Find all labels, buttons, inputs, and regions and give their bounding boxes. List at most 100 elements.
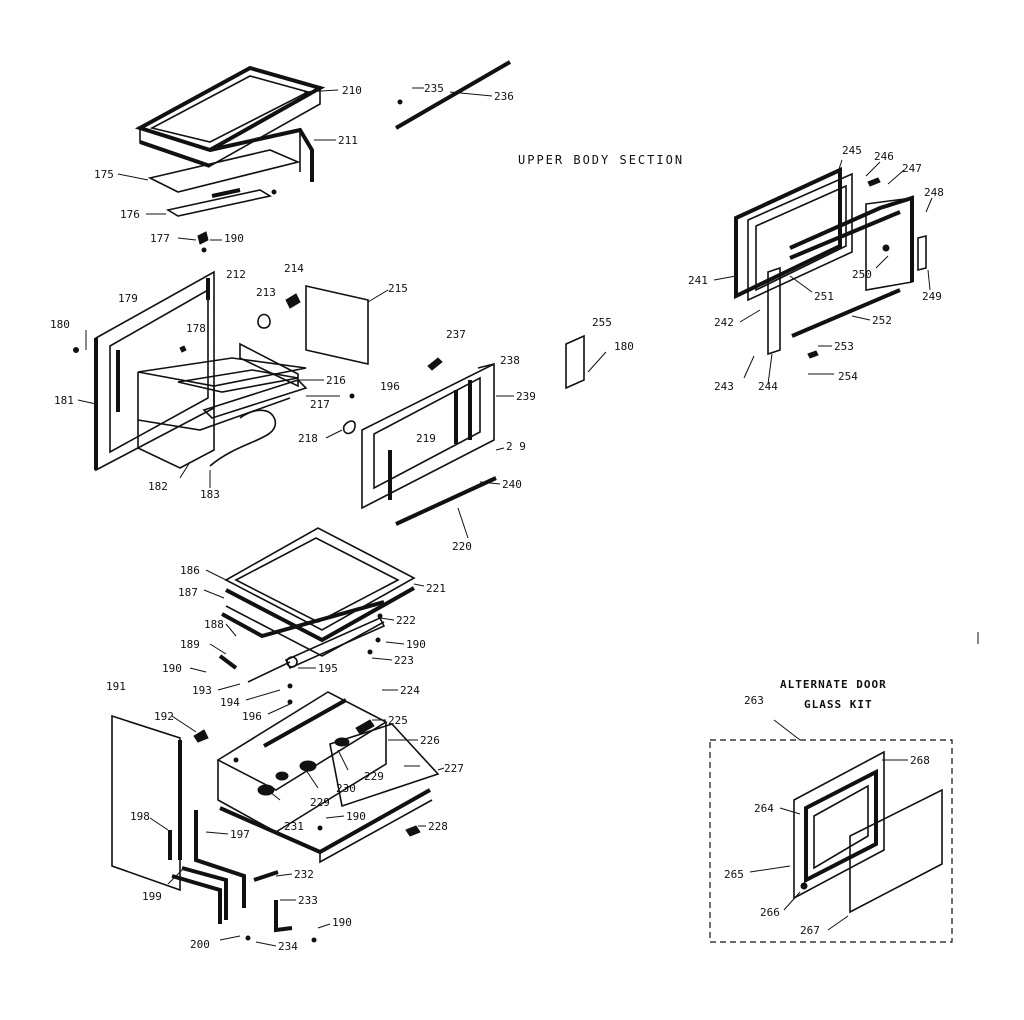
part-label: 226 <box>420 734 440 747</box>
part-label: 176 <box>120 208 140 221</box>
part-label: 212 <box>226 268 246 281</box>
part-labels: 210 235 236 211 175 176 177 190 179 212 … <box>50 82 944 953</box>
part-label: 193 <box>192 684 212 697</box>
part-label: 233 <box>298 894 318 907</box>
part-label: 235 <box>424 82 444 95</box>
part-label: 200 <box>190 938 210 951</box>
glass-kit <box>709 719 953 943</box>
part-label: 227 <box>444 762 464 775</box>
oven-door <box>361 362 497 526</box>
part-label: 217 <box>310 398 330 411</box>
burner-box <box>216 691 440 864</box>
part-label: 191 <box>106 680 126 693</box>
part-label: 239 <box>516 390 536 403</box>
part-label: 215 <box>388 282 408 295</box>
part-218 <box>342 420 356 435</box>
part-label: 214 <box>284 262 304 275</box>
clip-177 <box>197 231 209 245</box>
part-label: 183 <box>200 488 220 501</box>
cooktop-frame <box>134 65 326 182</box>
part-label: 190 <box>332 916 352 929</box>
part-label: 218 <box>298 432 318 445</box>
part-label: 195 <box>318 662 338 675</box>
part-label: 196 <box>380 380 400 393</box>
part-label: 266 <box>760 906 780 919</box>
part-label: 216 <box>326 374 346 387</box>
part-label: 223 <box>394 654 414 667</box>
part-label: 192 <box>154 710 174 723</box>
part-label: 190 <box>162 662 182 675</box>
part-label: 213 <box>256 286 276 299</box>
part-label: 190 <box>224 232 244 245</box>
part-label: 225 <box>388 714 408 727</box>
part-label: 236 <box>494 90 514 103</box>
part-label: 199 <box>142 890 162 903</box>
part-label: 186 <box>180 564 200 577</box>
part-label: 238 <box>500 354 520 367</box>
part-label: 180 <box>50 318 70 331</box>
clip-214 <box>285 293 301 309</box>
part-label: 175 <box>94 168 114 181</box>
part-label: 211 <box>338 134 358 147</box>
part-label: 264 <box>754 802 774 815</box>
part-label: 230 <box>336 782 356 795</box>
part-label: 267 <box>800 924 820 937</box>
part-label: 265 <box>724 868 744 881</box>
part-label: 240 <box>502 478 522 491</box>
part-label: 190 <box>346 810 366 823</box>
part-237 <box>427 357 443 371</box>
part-label: 222 <box>396 614 416 627</box>
part-label: 197 <box>230 828 250 841</box>
part-label: 194 <box>220 696 240 709</box>
part-label: 254 <box>838 370 858 383</box>
part-label: 182 <box>148 480 168 493</box>
part-label: 229 <box>364 770 384 783</box>
part-label: 241 <box>688 274 708 287</box>
rod-236 <box>394 60 512 130</box>
door-assembly <box>734 166 927 359</box>
knob-213 <box>257 313 271 329</box>
part-label: 181 <box>54 394 74 407</box>
kit-number: 263 <box>744 694 764 707</box>
handle-255 <box>565 334 585 390</box>
part-label: 177 <box>150 232 170 245</box>
part-label: 232 <box>294 868 314 881</box>
part-label: 268 <box>910 754 930 767</box>
side-panel <box>111 714 317 943</box>
part-label: 189 <box>180 638 200 651</box>
kit-title-line1: ALTERNATE DOOR <box>780 678 887 691</box>
leader-lines <box>77 87 933 947</box>
part-label: 220 <box>452 540 472 553</box>
part-label: 250 <box>852 268 872 281</box>
part-label: 190 <box>406 638 426 651</box>
part-label: 237 <box>446 328 466 341</box>
part-label: 242 <box>714 316 734 329</box>
part-label: 187 <box>178 586 198 599</box>
part-label: 243 <box>714 380 734 393</box>
part-label: 234 <box>278 940 298 953</box>
part-label: 247 <box>902 162 922 175</box>
part-label: 198 <box>130 810 150 823</box>
part-label: 196 <box>242 710 262 723</box>
part-label: 224 <box>400 684 420 697</box>
part-label: 180 <box>614 340 634 353</box>
part-label: 245 <box>842 144 862 157</box>
part-label: 178 <box>186 322 206 335</box>
panel-175 <box>147 149 301 217</box>
part-label: 255 <box>592 316 612 329</box>
part-label: 221 <box>426 582 446 595</box>
part-label: 253 <box>834 340 854 353</box>
part-label: 229 <box>310 796 330 809</box>
broiler-section <box>218 527 416 705</box>
kit-title-line2: GLASS KIT <box>804 698 873 711</box>
part-label: 244 <box>758 380 778 393</box>
part-label: 219 <box>416 432 436 445</box>
oven-body <box>73 270 308 472</box>
part-label: 228 <box>428 820 448 833</box>
part-label: 248 <box>924 186 944 199</box>
part-label: 2 9 <box>506 440 526 453</box>
part-label: 246 <box>874 150 894 163</box>
part-label: 249 <box>922 290 942 303</box>
part-label: 251 <box>814 290 834 303</box>
